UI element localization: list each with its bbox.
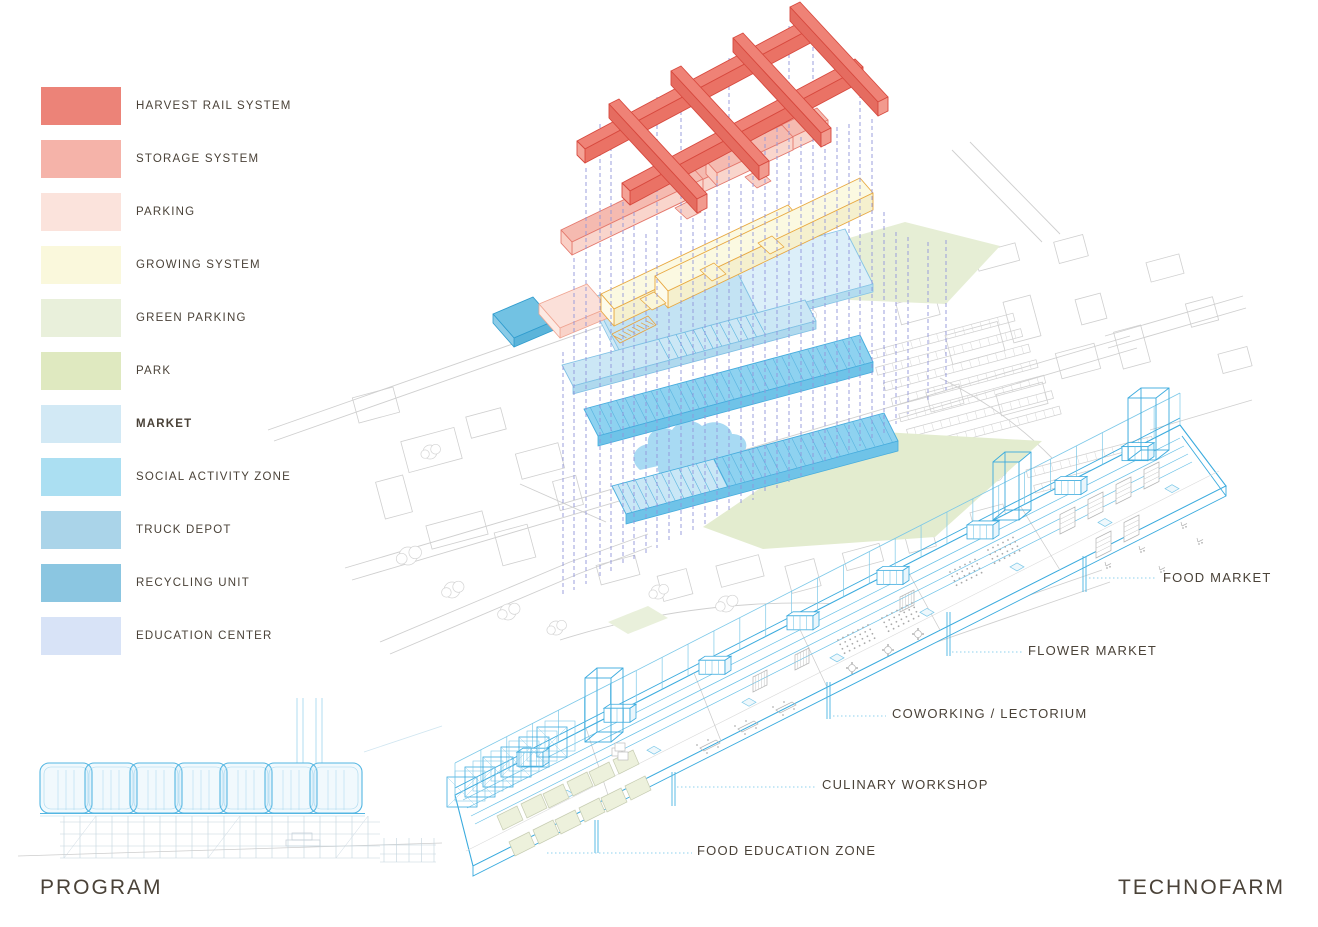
- legend-label: EDUCATION CENTER: [136, 630, 273, 642]
- legend-swatch: [41, 564, 121, 602]
- legend-item: MARKET: [41, 405, 292, 443]
- legend-swatch: [41, 458, 121, 496]
- legend-item: GROWING SYSTEM: [41, 246, 292, 284]
- legend-label: PARK: [136, 365, 172, 377]
- storage-system-bars: [560, 107, 829, 256]
- annotation-leader-lines: [547, 577, 1157, 854]
- legend-swatch: [41, 299, 121, 337]
- vent-tower: [992, 451, 1032, 521]
- legend-item: EDUCATION CENTER: [41, 617, 292, 655]
- legend-item: PARK: [41, 352, 292, 390]
- legend-swatch: [41, 617, 121, 655]
- legend-swatch: [41, 193, 121, 231]
- annotation-food-market: FOOD MARKET: [1163, 570, 1272, 585]
- legend-label: STORAGE SYSTEM: [136, 153, 260, 165]
- legend-label: PARKING: [136, 206, 196, 218]
- growing-system-bars: [600, 177, 874, 344]
- legend-swatch: [41, 405, 121, 443]
- vent-tower: [1127, 387, 1170, 461]
- page-title-technofarm: TECHNOFARM: [1118, 876, 1285, 899]
- projection-dashed-lines: [562, 26, 947, 596]
- annotation-culinary-workshop: CULINARY WORKSHOP: [822, 777, 989, 792]
- legend-label: HARVEST RAIL SYSTEM: [136, 100, 292, 112]
- legend-item: GREEN PARKING: [41, 299, 292, 337]
- legend-item: SOCIAL ACTIVITY ZONE: [41, 458, 292, 496]
- legend-label: RECYCLING UNIT: [136, 577, 250, 589]
- truck-depot-bar: [583, 334, 874, 447]
- section-drawing: [17, 698, 443, 863]
- legend-swatch: [41, 352, 121, 390]
- legend-item: HARVEST RAIL SYSTEM: [41, 87, 292, 125]
- technofarm-building: [446, 387, 1227, 877]
- legend-item: STORAGE SYSTEM: [41, 140, 292, 178]
- annotation-coworking-lectorium: COWORKING / LECTORIUM: [892, 706, 1088, 721]
- legend-item: RECYCLING UNIT: [41, 564, 292, 602]
- legend-item: PARKING: [41, 193, 292, 231]
- legend-swatch: [41, 140, 121, 178]
- annotation-flower-market: FLOWER MARKET: [1028, 643, 1157, 658]
- page-title-program: PROGRAM: [40, 876, 163, 899]
- harvest-rail-grid: [576, 1, 889, 214]
- legend-label: TRUCK DEPOT: [136, 524, 232, 536]
- vent-tower: [584, 667, 624, 743]
- legend-label: SOCIAL ACTIVITY ZONE: [136, 471, 292, 483]
- annotation-food-education-zone: FOOD EDUCATION ZONE: [697, 843, 877, 858]
- program-system-layers: [492, 107, 874, 348]
- legend-label: MARKET: [136, 418, 193, 430]
- legend-label: GREEN PARKING: [136, 312, 247, 324]
- legend-swatch: [41, 87, 121, 125]
- legend-label: GROWING SYSTEM: [136, 259, 261, 271]
- legend-item: TRUCK DEPOT: [41, 511, 292, 549]
- site-plan-linework: [267, 141, 1253, 655]
- parking-block: [538, 283, 609, 339]
- program-legend: HARVEST RAIL SYSTEM STORAGE SYSTEM PARKI…: [41, 87, 292, 655]
- legend-swatch: [41, 246, 121, 284]
- truck-depot-bar-2: [611, 412, 899, 525]
- legend-swatch: [41, 511, 121, 549]
